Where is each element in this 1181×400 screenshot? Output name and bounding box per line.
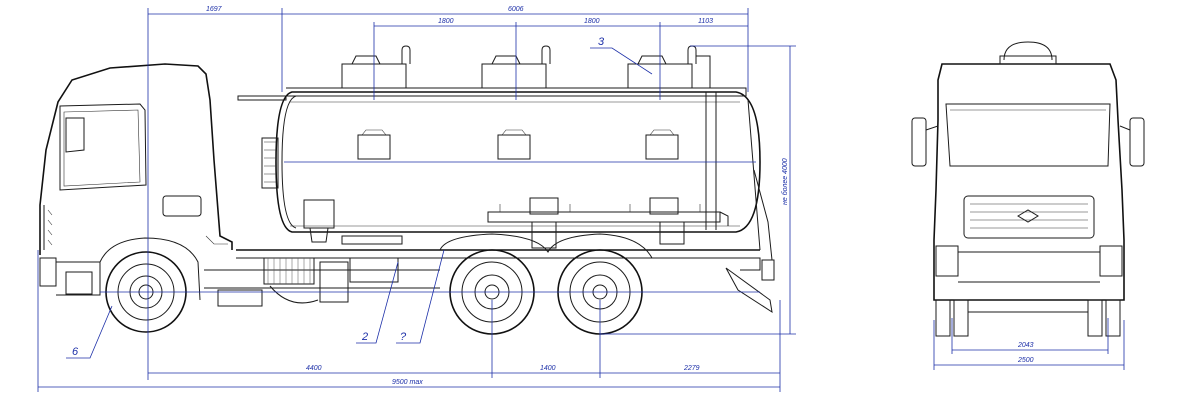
callout-leaders <box>66 47 653 359</box>
dim-wheelbase-front: 4400 <box>306 365 322 372</box>
dim-hatch-spacing-2: 1800 <box>584 18 600 25</box>
dim-height: не более 4000 <box>781 158 789 205</box>
callout-pump: 2 <box>361 331 368 343</box>
dim-overall-width: 2500 <box>1017 357 1034 364</box>
callout-hatch: 3 <box>598 36 605 48</box>
truck-front-view <box>911 41 1145 337</box>
dim-rear-overhang: 2279 <box>683 365 700 372</box>
dim-wheelbase-rear: 1400 <box>540 365 556 372</box>
callout-front-wheel: 6 <box>72 346 79 358</box>
dim-hatch-spacing-1: 1800 <box>438 18 454 25</box>
dim-rear-hatch-offset: 1103 <box>698 18 713 25</box>
tank-body <box>261 87 761 233</box>
dim-overall-length: 9500 max <box>392 379 423 386</box>
tank-hatches <box>341 45 711 89</box>
cab-side <box>39 63 287 301</box>
dim-front-to-tank: 1697 <box>206 6 223 13</box>
chassis <box>204 99 775 314</box>
callout-pipe: ? <box>400 331 407 343</box>
dim-track: 2043 <box>1017 342 1034 349</box>
dim-tank-length: 6006 <box>508 6 524 13</box>
tank-piping <box>303 197 729 249</box>
dimension-lines <box>37 8 1125 392</box>
